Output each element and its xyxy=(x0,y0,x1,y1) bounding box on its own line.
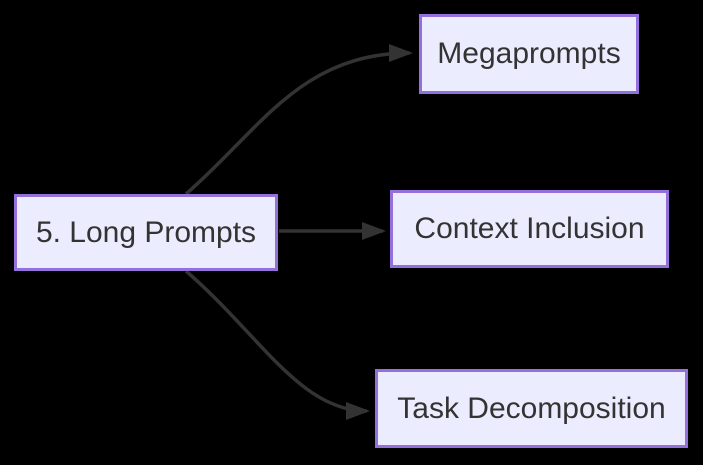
node-megaprompts: Megaprompts xyxy=(419,14,639,94)
node-megaprompts-label: Megaprompts xyxy=(437,37,621,70)
node-long-prompts-label: 5. Long Prompts xyxy=(35,215,257,249)
node-long-prompts: 5. Long Prompts xyxy=(14,194,278,271)
node-context-inclusion: Context Inclusion xyxy=(390,190,669,268)
node-task-decomposition-label: Task Decomposition xyxy=(397,391,666,425)
node-task-decomposition: Task Decomposition xyxy=(375,369,688,448)
edge-long-prompts-to-megaprompts xyxy=(184,44,413,196)
edge-long-prompts-to-task-decomposition xyxy=(184,269,370,420)
node-context-inclusion-label: Context Inclusion xyxy=(414,212,645,245)
